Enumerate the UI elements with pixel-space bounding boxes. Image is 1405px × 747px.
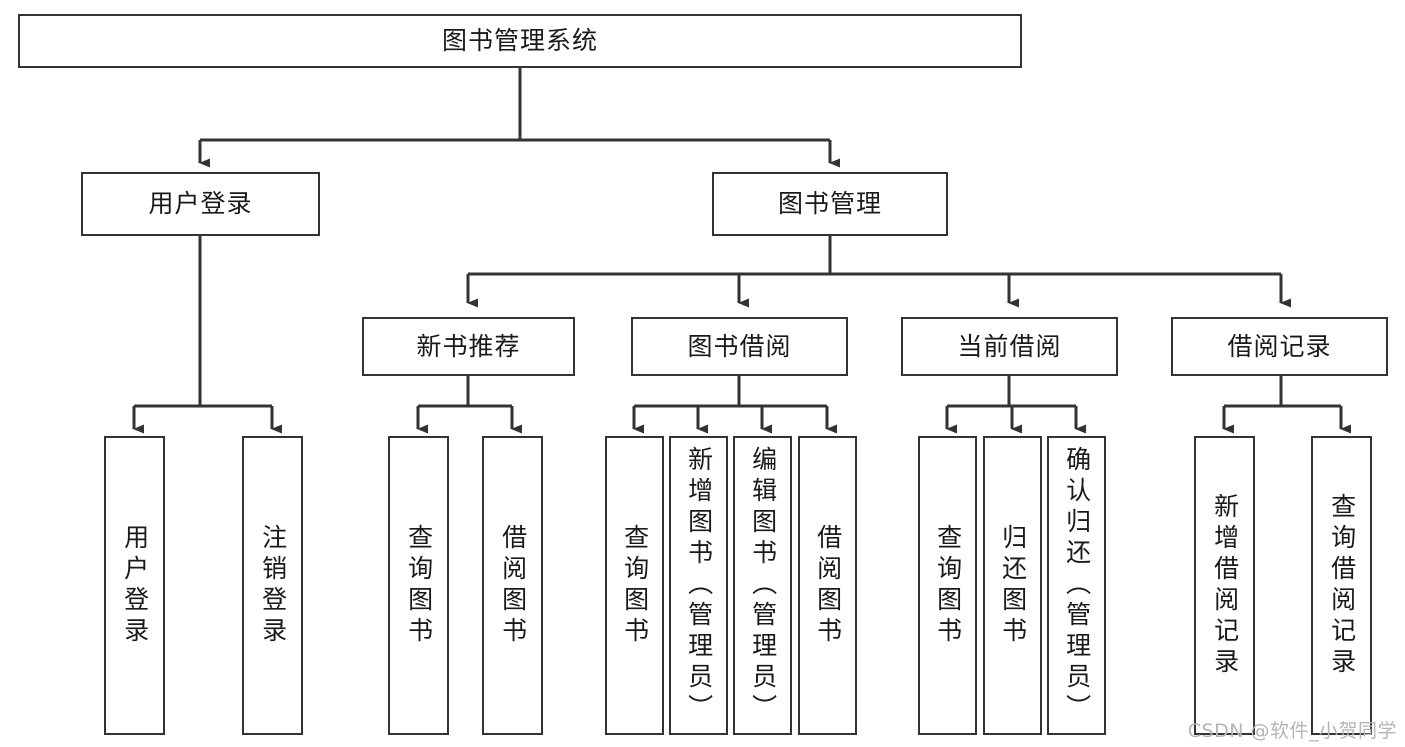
node-leaf-edit-book-admin[interactable]: 编辑图书（管理员） (733, 436, 792, 735)
node-label: 查询图书 (933, 523, 963, 648)
node-book-manage[interactable]: 图书管理 (712, 172, 948, 236)
node-new-book-recommend[interactable]: 新书推荐 (362, 317, 575, 376)
node-leaf-logout-login[interactable]: 注销登录 (242, 436, 303, 735)
node-label: 当前借阅 (957, 331, 1062, 361)
node-leaf-query-book-3[interactable]: 查询图书 (918, 436, 977, 735)
node-label: 查询借阅记录 (1327, 492, 1357, 679)
node-leaf-query-book-2[interactable]: 查询图书 (605, 436, 664, 735)
node-leaf-return-book[interactable]: 归还图书 (983, 436, 1042, 735)
node-label: 图书管理系统 (441, 26, 598, 55)
csdn-watermark: CSDN @软件_小贺同学 (1187, 720, 1397, 742)
node-root-system[interactable]: 图书管理系统 (18, 14, 1022, 68)
node-label: 查询图书 (620, 523, 650, 648)
node-leaf-add-book-admin[interactable]: 新增图书（管理员） (669, 436, 728, 735)
node-leaf-borrow-book-2[interactable]: 借阅图书 (798, 436, 857, 735)
node-leaf-query-book-1[interactable]: 查询图书 (388, 436, 449, 735)
node-book-borrow[interactable]: 图书借阅 (631, 317, 848, 376)
node-label: 借阅图书 (498, 523, 528, 648)
node-leaf-borrow-book-1[interactable]: 借阅图书 (482, 436, 543, 735)
node-label: 查询图书 (404, 523, 434, 648)
node-leaf-confirm-return-admin[interactable]: 确认归还（管理员） (1047, 436, 1106, 735)
node-leaf-add-borrow-record[interactable]: 新增借阅记录 (1194, 436, 1255, 735)
node-label: 借阅记录 (1227, 331, 1332, 361)
node-label: 借阅图书 (813, 523, 843, 648)
node-leaf-query-borrow-record[interactable]: 查询借阅记录 (1311, 436, 1372, 735)
node-label: 用户登录 (120, 523, 150, 648)
node-label: 确认归还（管理员） (1062, 446, 1092, 725)
node-label: 新增借阅记录 (1210, 492, 1240, 679)
node-user-login[interactable]: 用户登录 (81, 172, 320, 236)
node-current-borrow[interactable]: 当前借阅 (901, 317, 1118, 376)
node-label: 编辑图书（管理员） (748, 446, 778, 725)
node-leaf-user-login[interactable]: 用户登录 (104, 436, 165, 735)
node-borrow-record[interactable]: 借阅记录 (1171, 317, 1388, 376)
node-label: 归还图书 (998, 523, 1028, 648)
node-label: 图书借阅 (687, 331, 792, 361)
node-label: 图书管理 (777, 189, 882, 218)
node-label: 新书推荐 (416, 331, 521, 361)
node-label: 用户登录 (148, 189, 253, 218)
node-label: 注销登录 (258, 523, 288, 648)
node-label: 新增图书（管理员） (684, 446, 714, 725)
